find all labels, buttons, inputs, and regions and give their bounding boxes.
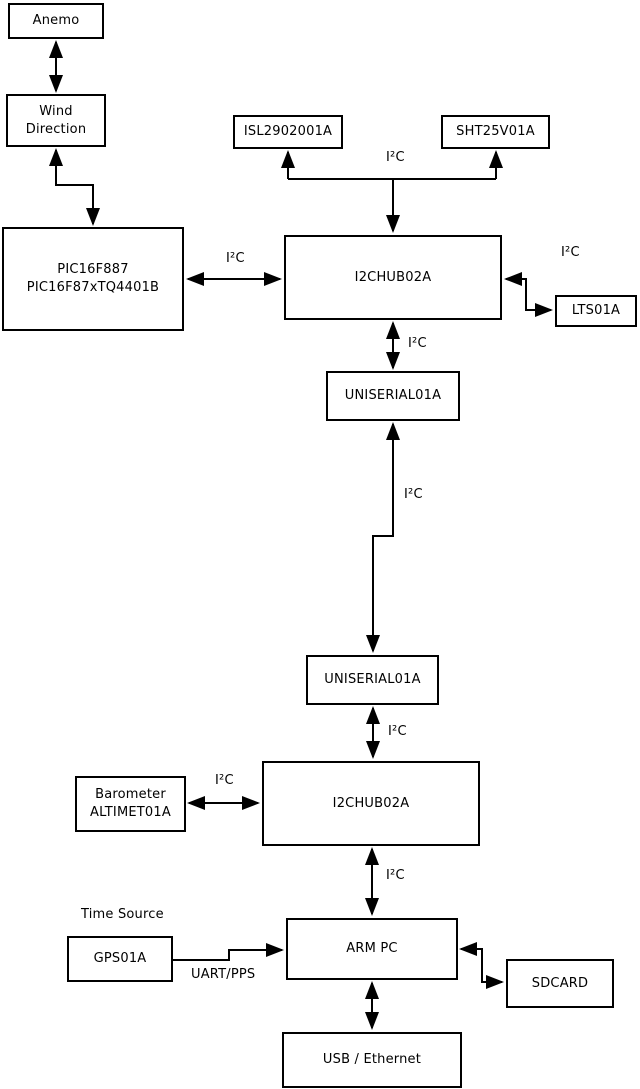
node-i2chub02a-2: I2CHUB02A — [262, 761, 480, 846]
connector-gps-armpc — [173, 943, 284, 961]
node-uniserial01a-1: UNISERIAL01A — [326, 371, 460, 421]
node-label: I2CHUB02A — [354, 269, 432, 285]
connector-uniserial1-uniserial2 — [366, 422, 400, 653]
edge-label-i2c-hub1-lts: I²C — [561, 245, 580, 260]
edge-label-i2c-pic-hub1: I²C — [226, 251, 245, 266]
node-uniserial01a-2: UNISERIAL01A — [306, 655, 439, 705]
node-pic16f887: PIC16F887 PIC16F87xTQ4401B — [2, 227, 184, 331]
connector-winddirection-pic — [49, 148, 100, 226]
edge-label-i2c-sensor-bus: I²C — [386, 150, 405, 165]
node-barometer-altimet01a: Barometer ALTIMET01A — [75, 776, 186, 832]
edge-label-i2c-hub1-uniserial1: I²C — [408, 336, 427, 351]
node-label: I2CHUB02A — [332, 795, 410, 811]
node-arm-pc: ARM PC — [286, 918, 458, 980]
node-i2chub02a-1: I2CHUB02A — [284, 235, 502, 320]
edge-label-uart-pps: UART/PPS — [191, 967, 256, 982]
node-gps01a: GPS01A — [67, 936, 173, 982]
node-label: UNISERIAL01A — [344, 388, 442, 404]
node-lts01a: LTS01A — [555, 295, 637, 327]
connector-hub1-lts — [504, 272, 553, 317]
node-label: PIC16F87xTQ4401B — [26, 280, 160, 295]
node-wind-direction: Wind Direction — [6, 94, 106, 147]
node-label: Wind — [39, 103, 73, 119]
node-label: SHT25V01A — [456, 124, 535, 140]
node-label: SDCARD — [531, 975, 589, 991]
node-isl2902001a: ISL2902001A — [233, 115, 343, 149]
node-usb-ethernet: USB / Ethernet — [282, 1032, 462, 1088]
edge-label-i2c-barometer-hub2: I²C — [215, 773, 234, 788]
node-label: Direction — [25, 121, 87, 137]
node-label: ISL2902001A — [243, 124, 333, 140]
node-sht25v01a: SHT25V01A — [441, 115, 550, 149]
node-label: ARM PC — [346, 941, 398, 957]
node-label: GPS01A — [93, 951, 147, 967]
node-anemo: Anemo — [8, 3, 104, 39]
edge-label-i2c-uniserial1-uniserial2: I²C — [404, 487, 423, 502]
node-label: UNISERIAL01A — [324, 672, 421, 688]
node-label: LTS01A — [571, 303, 621, 319]
node-label: PIC16F887 — [57, 262, 129, 278]
node-label: Barometer — [95, 787, 166, 803]
node-sdcard: SDCARD — [506, 959, 614, 1008]
edge-label-i2c-hub2-armpc: I²C — [386, 868, 405, 883]
edge-label-time-source: Time Source — [81, 907, 164, 922]
node-label: USB / Ethernet — [322, 1052, 422, 1068]
node-label: Anemo — [32, 13, 80, 29]
edge-label-i2c-uniserial2-hub2: I²C — [388, 724, 407, 739]
connector-armpc-sdcard — [459, 942, 504, 989]
node-label: ALTIMET01A — [90, 805, 171, 820]
